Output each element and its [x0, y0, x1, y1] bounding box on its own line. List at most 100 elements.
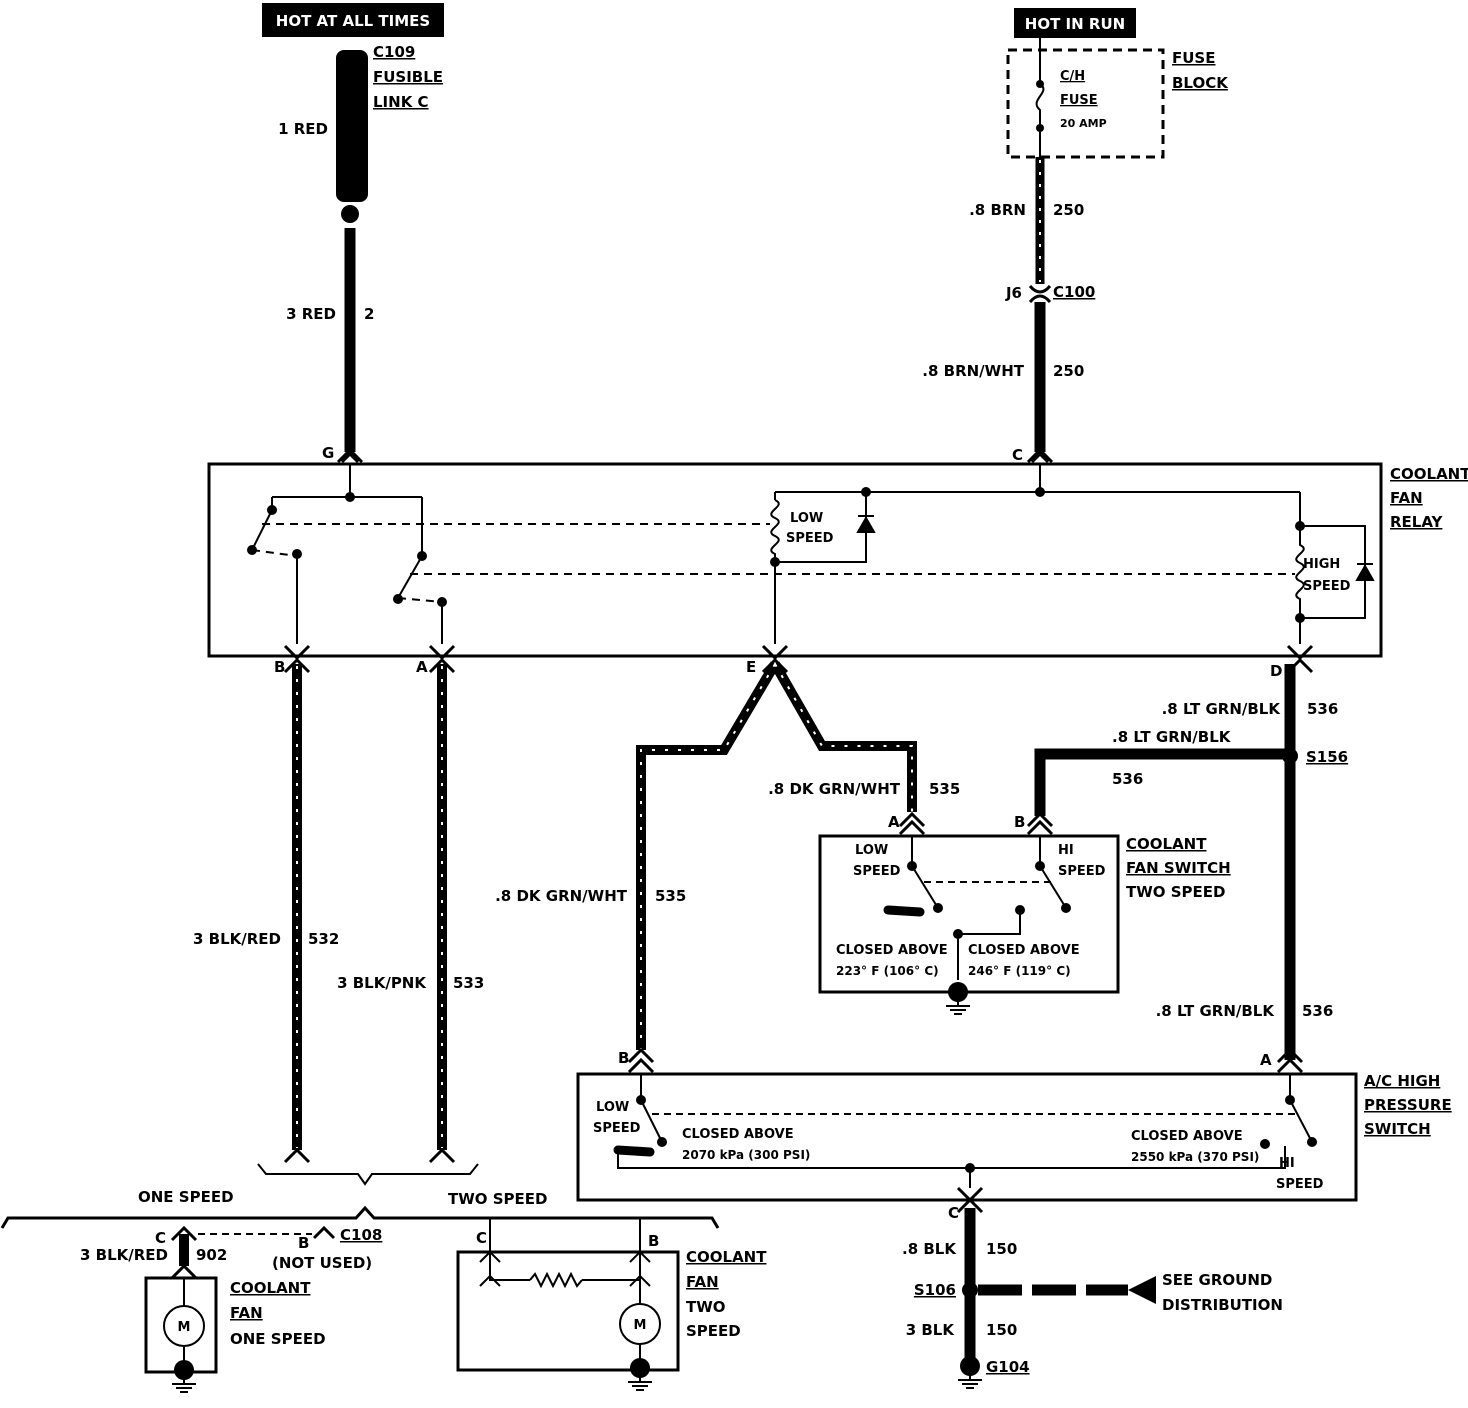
fan-switch-low-contact	[883, 905, 925, 917]
fan-switch-closed-1b: 223° F (106° C)	[836, 964, 939, 978]
relay-high-2: SPEED	[1303, 579, 1351, 594]
wire-535-label-2: .8 DK GRN/WHT	[495, 887, 628, 905]
one-speed-pin-b: B	[298, 1234, 309, 1252]
s106-splice	[962, 1282, 978, 1298]
fan-switch-hi-1: HI	[1058, 843, 1074, 858]
ac-switch-pin-c: C	[948, 1204, 959, 1222]
two-speed-title-2: FAN	[686, 1273, 719, 1291]
fan-switch-title-3: TWO SPEED	[1126, 883, 1226, 901]
relay-pin-e: E	[746, 658, 756, 676]
wire-535-circuit-1: 535	[929, 780, 960, 798]
two-speed-ground-icon	[628, 1358, 652, 1391]
one-speed-ground-icon	[172, 1360, 196, 1393]
relay-pin-a: A	[416, 658, 428, 676]
wire-532-end	[283, 1147, 311, 1164]
low-speed-diode	[856, 515, 876, 533]
high-speed-diode	[1355, 563, 1375, 581]
relay-pin-b: B	[274, 658, 285, 676]
two-speed-pin-b: B	[648, 1232, 659, 1250]
ac-switch-title-2: PRESSURE	[1364, 1096, 1452, 1114]
s156-label: S156	[1306, 748, 1348, 766]
relay-pin-c-connector	[1026, 447, 1054, 464]
fan-switch-internal	[911, 836, 1067, 980]
two-speed-internal	[489, 1218, 641, 1364]
two-speed-title-4: SPEED	[686, 1322, 741, 1340]
wire-532-label: 3 BLK/RED	[193, 930, 281, 948]
relay-title-2: FAN	[1390, 489, 1423, 507]
fan-switch-pin-b: B	[1014, 813, 1025, 831]
fan-switch-title-1: COOLANT	[1126, 835, 1207, 853]
one-speed-label: ONE SPEED	[138, 1188, 234, 1206]
wire-536-label-2: .8 LT GRN/BLK	[1112, 728, 1232, 746]
fuse-block-title-2: BLOCK	[1172, 74, 1229, 92]
fusible-link-terminal	[341, 205, 359, 223]
wire-902-label: 3 BLK/RED	[80, 1246, 168, 1264]
c108-connector	[312, 1225, 336, 1240]
ac-switch-pin-c-connector	[956, 1186, 984, 1214]
ac-switch-low-2: SPEED	[593, 1121, 641, 1136]
fan-switch-closed-1a: CLOSED ABOVE	[836, 943, 948, 958]
fuse-name-2: FUSE	[1060, 93, 1098, 108]
wire-brnwht-circuit: 250	[1053, 362, 1084, 380]
two-speed-title-3: TWO	[686, 1298, 726, 1316]
fan-switch-closed-2b: 246° F (119° C)	[968, 964, 1071, 978]
hot-at-all-times-label: HOT AT ALL TIMES	[276, 12, 430, 30]
g104-label: G104	[986, 1358, 1030, 1376]
fan-switch-closed-2a: CLOSED ABOVE	[968, 943, 1080, 958]
wire-532-circuit: 532	[308, 930, 339, 948]
coolant-fan-switch	[818, 834, 1120, 994]
g104-ground-icon	[958, 1356, 982, 1389]
ac-switch-internal	[617, 1074, 1313, 1188]
wire-536-branch	[1034, 748, 1290, 816]
two-speed-pin-c-connector	[479, 1250, 501, 1287]
ac-switch-title-1: A/C HIGH	[1364, 1072, 1440, 1090]
wire-535	[636, 661, 917, 1050]
fusible-label: FUSIBLE	[373, 68, 443, 86]
two-speed-pin-c: C	[476, 1229, 487, 1247]
fan-switch-pin-b-connector	[1026, 811, 1054, 836]
one-speed-title-2: FAN	[230, 1304, 263, 1322]
c108-label: C108	[340, 1226, 382, 1244]
fuse-block	[1006, 48, 1165, 159]
two-speed-motor-label: M	[634, 1318, 647, 1333]
fuse-rating: 20 AMP	[1060, 117, 1107, 130]
relay-pin-c: C	[1012, 446, 1023, 464]
relay-title-1: COOLANT	[1390, 465, 1468, 483]
one-speed-pin-c: C	[155, 1229, 166, 1247]
relay-bottom-connectors	[283, 644, 1314, 674]
ac-switch-hi-2: SPEED	[1276, 1177, 1324, 1192]
one-speed-motor-icon	[163, 1305, 205, 1347]
relay-contacts	[247, 487, 1305, 623]
wire-3red-label: 3 RED	[286, 305, 336, 323]
relay-pin-g: G	[322, 444, 334, 462]
ac-switch-closed-2a: CLOSED ABOVE	[1131, 1129, 1243, 1144]
wire-533-label: 3 BLK/PNK	[337, 974, 427, 992]
link-c-label: LINK C	[373, 93, 429, 111]
ac-switch-closed-1a: CLOSED ABOVE	[682, 1127, 794, 1142]
s156-splice	[1282, 748, 1298, 764]
wire-535-label-1: .8 DK GRN/WHT	[768, 780, 901, 798]
one-speed-motor-label: M	[178, 1320, 191, 1335]
c100-connector	[1028, 284, 1052, 304]
relay-pin-d: D	[1270, 662, 1282, 680]
one-speed-title-3: ONE SPEED	[230, 1330, 326, 1348]
fan-switch-contacts	[907, 861, 1071, 939]
wire-brnwht-label: .8 BRN/WHT	[922, 362, 1024, 380]
relay-high-1: HIGH	[1303, 557, 1340, 572]
wire-brn-circuit: 250	[1053, 201, 1084, 219]
c100-pin: J6	[1005, 284, 1022, 302]
fan-switch-ground-icon	[946, 982, 970, 1015]
wire-150-circuit-2: 150	[986, 1321, 1017, 1339]
two-speed-title-1: COOLANT	[686, 1248, 767, 1266]
two-speed-label: TWO SPEED	[448, 1190, 548, 1208]
wire-1red-label: 1 RED	[278, 120, 328, 138]
ac-switch-contacts	[636, 1095, 1317, 1173]
hot-in-run-tag	[1014, 8, 1136, 38]
ac-switch-pin-b: B	[618, 1049, 629, 1067]
fuse-symbol	[1035, 83, 1045, 128]
hot-in-run-label: HOT IN RUN	[1025, 15, 1125, 33]
wire-536-label-3: .8 LT GRN/BLK	[1156, 1002, 1276, 1020]
wire-3red-circuit: 2	[364, 305, 374, 323]
ac-switch-pin-a: A	[1260, 1051, 1272, 1069]
